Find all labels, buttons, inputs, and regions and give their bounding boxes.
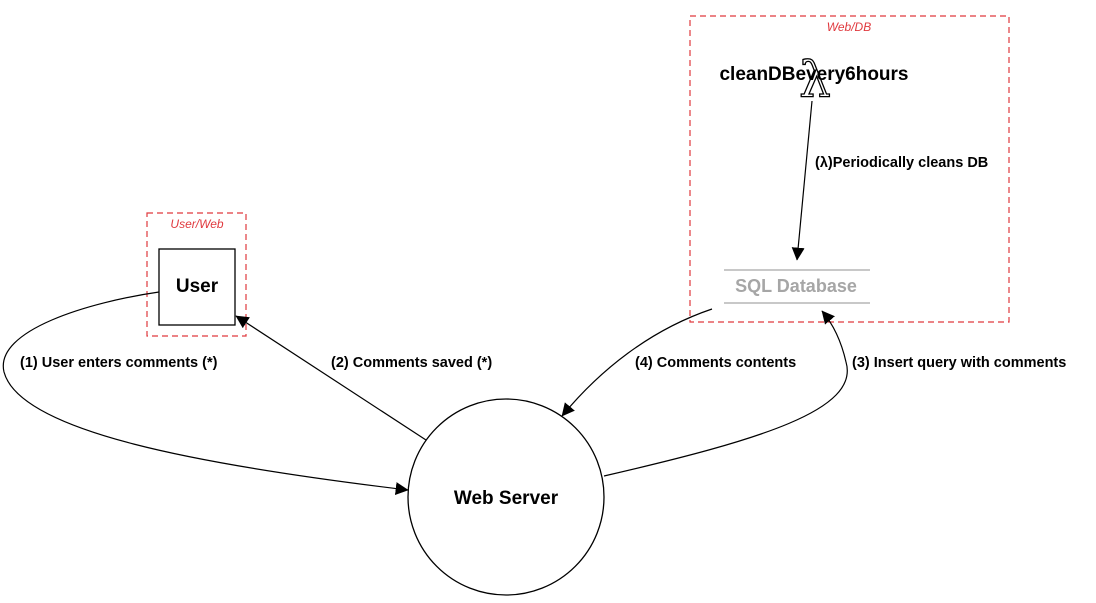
web-server-circle: [407, 398, 605, 596]
boundary-web-db-border: [689, 15, 1010, 323]
flow3-edge: [603, 310, 848, 477]
flow4-edge: [561, 308, 713, 417]
flow1-edge: [2, 291, 409, 495]
node-user[interactable]: User: [158, 248, 236, 326]
flow2-edge: [235, 315, 427, 441]
lambda-icon: λ: [799, 51, 831, 109]
node-web-server[interactable]: Web Server: [407, 398, 605, 596]
flow1-label: (1) User enters comments (*): [20, 355, 218, 371]
boundary-web-db: Web/DB: [689, 15, 1010, 323]
node-lambda[interactable]: λ cleanDBevery6hours: [719, 50, 908, 109]
flow5-label: (λ)Periodically cleans DB: [815, 155, 988, 171]
web-server-label: Web Server: [454, 488, 559, 509]
flow2-label: (2) Comments saved (*): [331, 355, 492, 371]
lambda-label: cleanDBevery6hours: [719, 64, 908, 85]
boundary-user-web: User/Web: [146, 212, 247, 337]
flow5-edge: [791, 100, 813, 261]
user-box: [158, 248, 236, 326]
boundary-web-db-label: Web/DB: [827, 20, 871, 34]
boundary-user-web-border: [146, 212, 247, 337]
boundary-user-web-label: User/Web: [170, 217, 223, 231]
node-sql-database[interactable]: SQL Database: [724, 269, 870, 304]
sql-database-label: SQL Database: [735, 276, 857, 296]
user-label: User: [176, 276, 219, 297]
flow4-label: (4) Comments contents: [635, 355, 796, 371]
flow3-label: (3) Insert query with comments: [852, 355, 1066, 371]
